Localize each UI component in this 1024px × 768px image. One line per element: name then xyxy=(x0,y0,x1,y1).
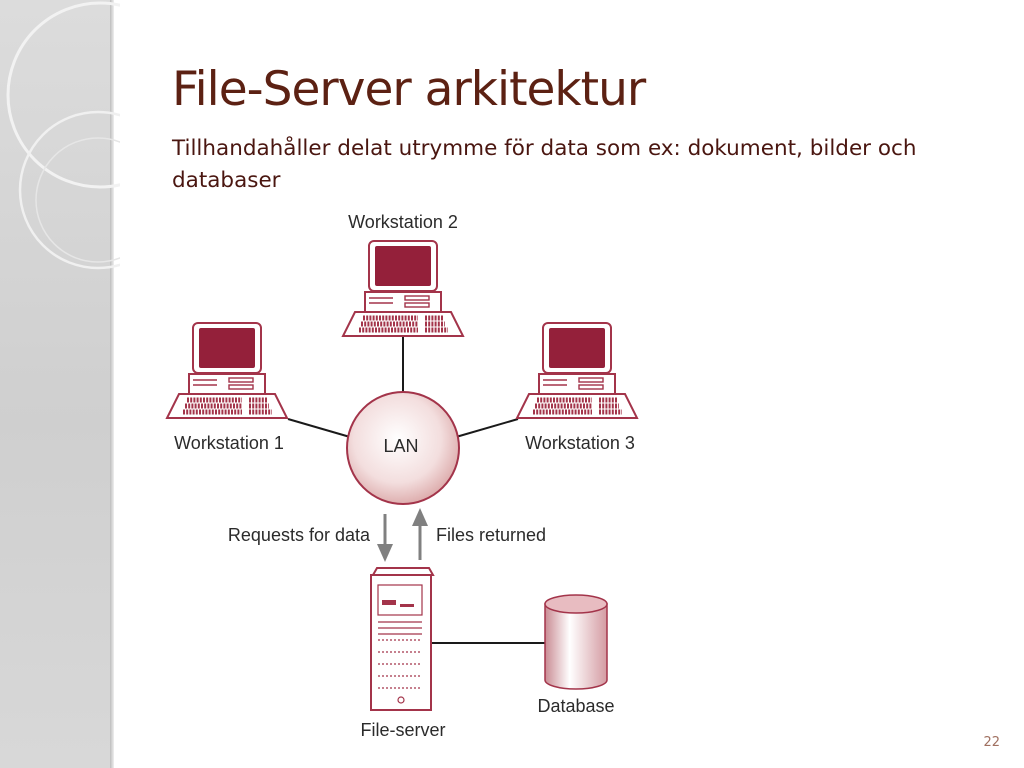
sidebar-edge xyxy=(110,0,114,768)
slide-subtitle: Tillhandahåller delat utrymme för data s… xyxy=(172,136,917,193)
ring-large xyxy=(6,1,120,189)
requests-label: Requests for data xyxy=(228,525,371,545)
sidebar-panel xyxy=(0,0,113,768)
decorative-rings xyxy=(6,1,120,270)
page-number: 22 xyxy=(983,735,1000,750)
link-lan-ws3 xyxy=(455,418,519,438)
workstation-1-icon xyxy=(167,323,287,418)
slide-title: File-Server arkitektur xyxy=(172,62,646,117)
workstation-1-label: Workstation 1 xyxy=(174,433,284,453)
lan-label: LAN xyxy=(383,436,418,456)
request-arrow-icon xyxy=(377,514,393,562)
workstation-2-label: Workstation 2 xyxy=(348,212,458,232)
lan-hub xyxy=(346,391,460,505)
returned-label: Files returned xyxy=(436,525,546,545)
file-server-label: File-server xyxy=(360,720,445,740)
file-server-icon xyxy=(370,567,435,711)
workstation-3-label: Workstation 3 xyxy=(525,433,635,453)
database-label: Database xyxy=(537,696,614,716)
ring-inner xyxy=(35,137,120,263)
link-lan-ws1 xyxy=(287,418,351,438)
database-icon xyxy=(544,594,608,690)
ring-small xyxy=(18,110,120,270)
return-arrow-icon xyxy=(412,508,428,560)
workstation-2-icon xyxy=(343,241,463,336)
workstation-3-icon xyxy=(517,323,637,418)
